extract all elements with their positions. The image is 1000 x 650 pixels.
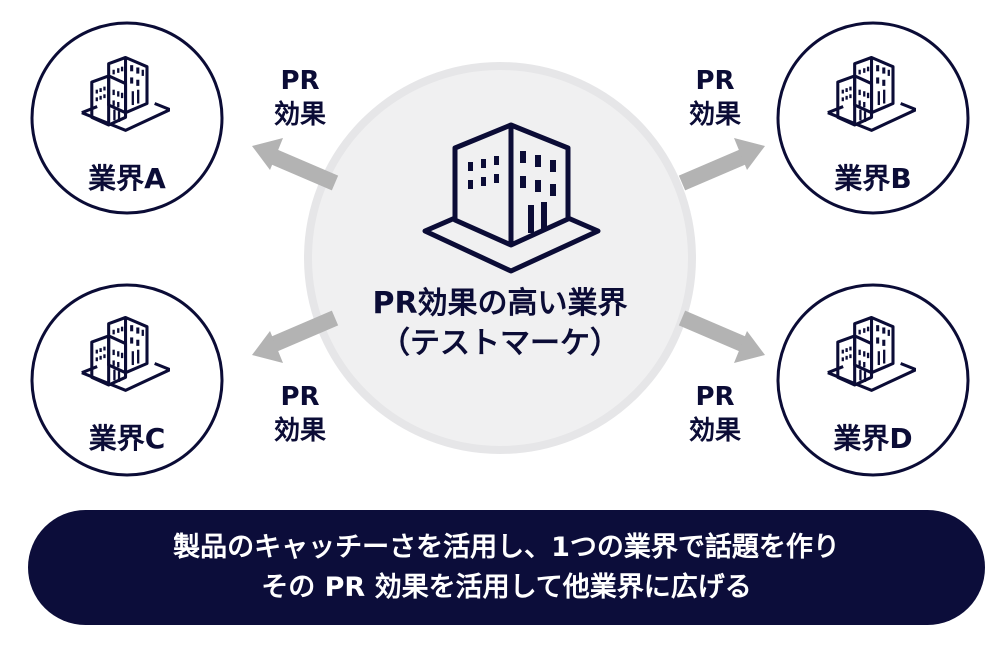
industry-c-circle <box>30 283 224 477</box>
arrow-to-b <box>678 138 765 191</box>
industry-d-circle <box>776 283 970 477</box>
arrow-to-a <box>252 138 339 191</box>
industry-d-label: 業界D <box>833 422 913 455</box>
banner-line1: 製品のキャッチーさを活用し、1つの業界で話題を作り <box>173 531 840 563</box>
central-building-icon <box>422 122 601 274</box>
arrows <box>252 138 765 363</box>
industry-a-label: 業界A <box>88 162 166 195</box>
industry-b-label: 業界B <box>834 162 912 195</box>
industry-c-label: 業界C <box>88 422 166 455</box>
arrow-to-c <box>252 310 339 363</box>
banner-line2: その PR 効果を活用して他業界に広げる <box>261 571 752 603</box>
arrow-to-d <box>678 310 765 363</box>
summary-banner: 製品のキャッチーさを活用し、1つの業界で話題を作り その PR 効果を活用して他… <box>28 510 985 625</box>
center-title-line2: （テストマーケ） <box>380 326 620 361</box>
industry-a-circle <box>30 21 224 215</box>
center-title: PR効果の高い業界 （テストマーケ） <box>320 284 680 364</box>
center-title-line1: PR効果の高い業界 <box>372 286 628 321</box>
center-circle <box>304 62 696 454</box>
industry-b-circle <box>776 21 970 215</box>
